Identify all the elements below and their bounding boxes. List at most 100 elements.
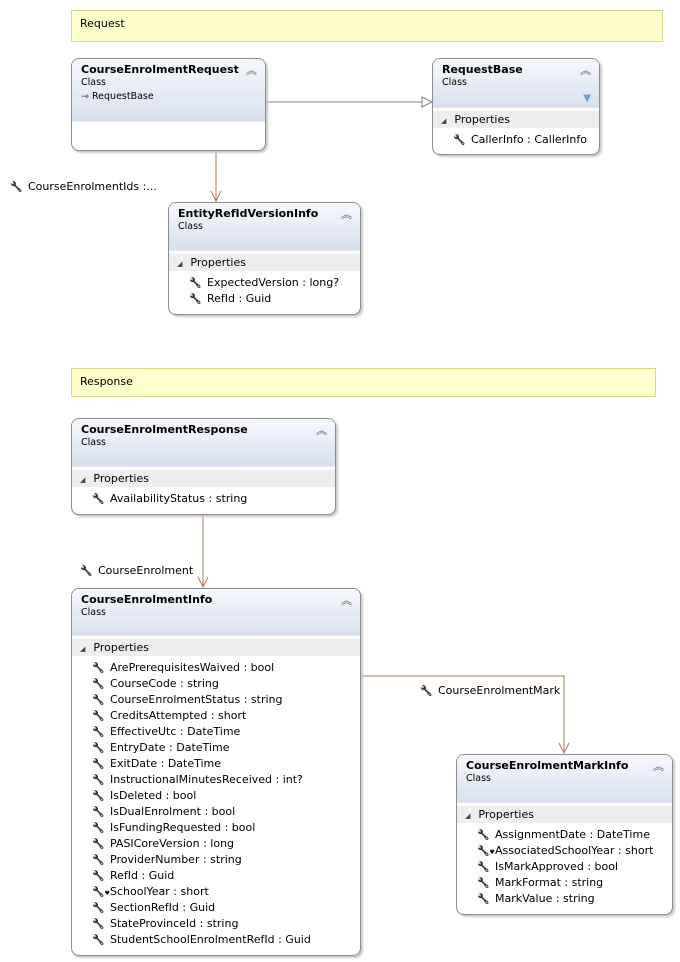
class-entity-ref-id-version-info[interactable]: EntityRefIdVersionInfo Class︽◢Properties… xyxy=(168,202,361,315)
collapse-chevron-icon[interactable]: ︽ xyxy=(316,424,327,437)
property-text: ExitDate : DateTime xyxy=(110,757,222,770)
property-item[interactable]: 🔧AvailabilityStatus : string xyxy=(72,491,335,507)
collapse-chevron-icon[interactable]: ︽ xyxy=(341,594,352,607)
property-item[interactable]: 🔧ProviderNumber : string xyxy=(72,852,360,868)
collapse-chevron-icon[interactable]: ︽ xyxy=(580,64,591,77)
section-properties[interactable]: ◢Properties xyxy=(457,806,672,823)
property-item[interactable]: 🔧♥SchoolYear : short xyxy=(72,884,360,900)
section-properties[interactable]: ◢ Properties xyxy=(72,470,335,487)
wrench-heart-icon: 🔧♥ xyxy=(92,887,110,898)
wrench-icon: 🔧 xyxy=(92,823,105,834)
expand-triangle-icon: ◢ xyxy=(441,117,447,125)
property-text: ExpectedVersion : long? xyxy=(207,276,340,289)
class-course-enrolment-request[interactable]: CourseEnrolmentRequest Class⇾ RequestBas… xyxy=(71,58,266,151)
property-item[interactable]: 🔧PASICoreVersion : long xyxy=(72,836,360,852)
class-kind: Class xyxy=(178,221,203,232)
association-name: CourseEnrolmentMark xyxy=(438,684,561,697)
property-text: StateProvinceId : string xyxy=(110,917,239,930)
property-item[interactable]: 🔧CourseCode : string xyxy=(72,676,360,692)
class-kind: Class xyxy=(442,77,467,88)
class-course-enrolment-mark-info[interactable]: CourseEnrolmentMarkInfo Class︽◢Propertie… xyxy=(456,754,673,915)
property-item[interactable]: 🔧ExpectedVersion : long? xyxy=(169,275,360,291)
property-item[interactable]: 🔧IsDualEnrolment : bool xyxy=(72,804,360,820)
property-text: MarkValue : string xyxy=(495,892,595,905)
expand-triangle-icon: ◢ xyxy=(177,260,183,268)
property-item[interactable]: 🔧 ExitDate : DateTime xyxy=(72,756,360,772)
property-item[interactable]: 🔧 ArePrerequisitesWaived : bool xyxy=(72,660,360,676)
wrench-icon: 🔧 xyxy=(420,686,433,697)
property-item[interactable]: 🔧CallerInfo : CallerInfo xyxy=(433,132,599,148)
wrench-icon: 🔧 xyxy=(92,919,105,930)
property-item[interactable]: 🔧 MarkValue : string xyxy=(457,891,672,907)
property-text: IsDualEnrolment : bool xyxy=(110,805,236,818)
property-item[interactable]: 🔧AssignmentDate : DateTime xyxy=(457,827,672,843)
wrench-icon: 🔧 xyxy=(453,135,466,146)
property-text: InstructionalMinutesReceived : int? xyxy=(110,773,303,786)
wrench-icon: 🔧 xyxy=(92,679,105,690)
property-text: StudentSchoolEnrolmentRefId : Guid xyxy=(110,933,311,946)
class-name: CourseEnrolmentResponse xyxy=(81,423,248,436)
property-item[interactable]: 🔧SectionRefId : Guid xyxy=(72,900,360,916)
property-item[interactable]: 🔧CourseEnrolmentStatus : string xyxy=(72,692,360,708)
note-request[interactable]: Request xyxy=(71,10,663,42)
class-request-base[interactable]: RequestBase Class︽▼◢Properties🔧CallerInf… xyxy=(432,58,600,155)
wrench-icon: 🔧 xyxy=(92,711,105,722)
property-item[interactable]: 🔧 EffectiveUtc : DateTime xyxy=(72,724,360,740)
wrench-icon: 🔧 xyxy=(92,663,105,674)
class-course-enrolment-response[interactable]: CourseEnrolmentResponse Class︽ ◢ Propertie… xyxy=(71,418,336,515)
property-item[interactable]: 🔧IsMarkApproved : bool xyxy=(457,859,672,875)
class-course-enrolment-info[interactable]: CourseEnrolmentInfo Class︽◢Properties🔧Ar… xyxy=(71,588,361,956)
class-header: CourseEnrolmentResponse Class︽ xyxy=(72,419,335,467)
property-text: ArePrerequisitesWaived : bool xyxy=(110,661,275,674)
property-item[interactable]: 🔧CreditsAttempted : short xyxy=(72,708,360,724)
section-properties[interactable]: ◢Properties xyxy=(72,639,360,656)
property-item[interactable]: 🔧MarkFormat : string xyxy=(457,875,672,891)
association-mark-arrow xyxy=(558,742,570,755)
property-item[interactable]: 🔧 IsFundingRequested : bool xyxy=(72,820,360,836)
property-text: AssociatedSchoolYear : short xyxy=(495,844,654,857)
expand-triangle-icon: ◢ xyxy=(465,812,471,820)
collapse-chevron-icon[interactable]: ︽ xyxy=(653,760,664,773)
property-text: EffectiveUtc : DateTime xyxy=(110,725,241,738)
property-text: AvailabilityStatus : string xyxy=(110,492,248,505)
property-item[interactable]: 🔧IsDeleted : bool xyxy=(72,788,360,804)
wrench-icon: 🔧 xyxy=(92,759,105,770)
class-kind: Class xyxy=(81,77,106,88)
property-item[interactable]: 🔧RefId : Guid xyxy=(169,291,360,307)
association-label-mark[interactable]: 🔧 CourseEnrolmentMark xyxy=(420,684,560,697)
section-properties[interactable]: ◢Properties xyxy=(433,111,599,128)
association-label-ids[interactable]: 🔧 CourseEnrolmentIds :... xyxy=(10,180,157,193)
expand-triangle-icon: ◢ xyxy=(80,476,86,484)
section-label: Properties xyxy=(93,472,149,485)
property-item[interactable]: 🔧RefId : Guid xyxy=(72,868,360,884)
wrench-icon: 🔧 xyxy=(189,294,202,305)
property-text: SectionRefId : Guid xyxy=(110,901,216,914)
class-header: RequestBase Class︽▼ xyxy=(433,59,599,108)
wrench-icon: 🔧 xyxy=(92,727,105,738)
property-item[interactable]: 🔧StudentSchoolEnrolmentRefId : Guid xyxy=(72,932,360,948)
filter-icon[interactable]: ▼ xyxy=(583,93,591,104)
collapse-chevron-icon[interactable]: ︽ xyxy=(246,64,257,77)
property-item[interactable]: 🔧 StateProvinceId : string xyxy=(72,916,360,932)
association-ids-arrow xyxy=(210,190,222,203)
association-label-enrolment[interactable]: 🔧CourseEnrolment xyxy=(80,564,193,577)
wrench-icon: 🔧 xyxy=(477,894,490,905)
wrench-icon: 🔧 xyxy=(92,871,105,882)
collapse-chevron-icon[interactable]: ︽ xyxy=(341,208,352,221)
property-item[interactable]: 🔧InstructionalMinutesReceived : int? xyxy=(72,772,360,788)
note-response[interactable]: Response xyxy=(71,368,656,397)
wrench-icon: 🔧 xyxy=(10,182,23,193)
section-label: Properties xyxy=(93,641,149,654)
property-text: ProviderNumber : string xyxy=(110,853,242,866)
association-name: CourseEnrolmentIds :... xyxy=(28,180,157,193)
property-item[interactable]: 🔧EntryDate : DateTime xyxy=(72,740,360,756)
inherits-arrow-icon: ⇾ xyxy=(81,91,89,102)
section-properties[interactable]: ◢Properties xyxy=(169,254,360,271)
property-text: IsMarkApproved : bool xyxy=(495,860,619,873)
class-kind: Class xyxy=(466,773,491,784)
property-text: SchoolYear : short xyxy=(110,885,209,898)
property-text: IsFundingRequested : bool xyxy=(110,821,256,834)
wrench-icon: 🔧 xyxy=(92,839,105,850)
wrench-icon: 🔧 xyxy=(92,743,105,754)
property-item[interactable]: 🔧♥AssociatedSchoolYear : short xyxy=(457,843,672,859)
